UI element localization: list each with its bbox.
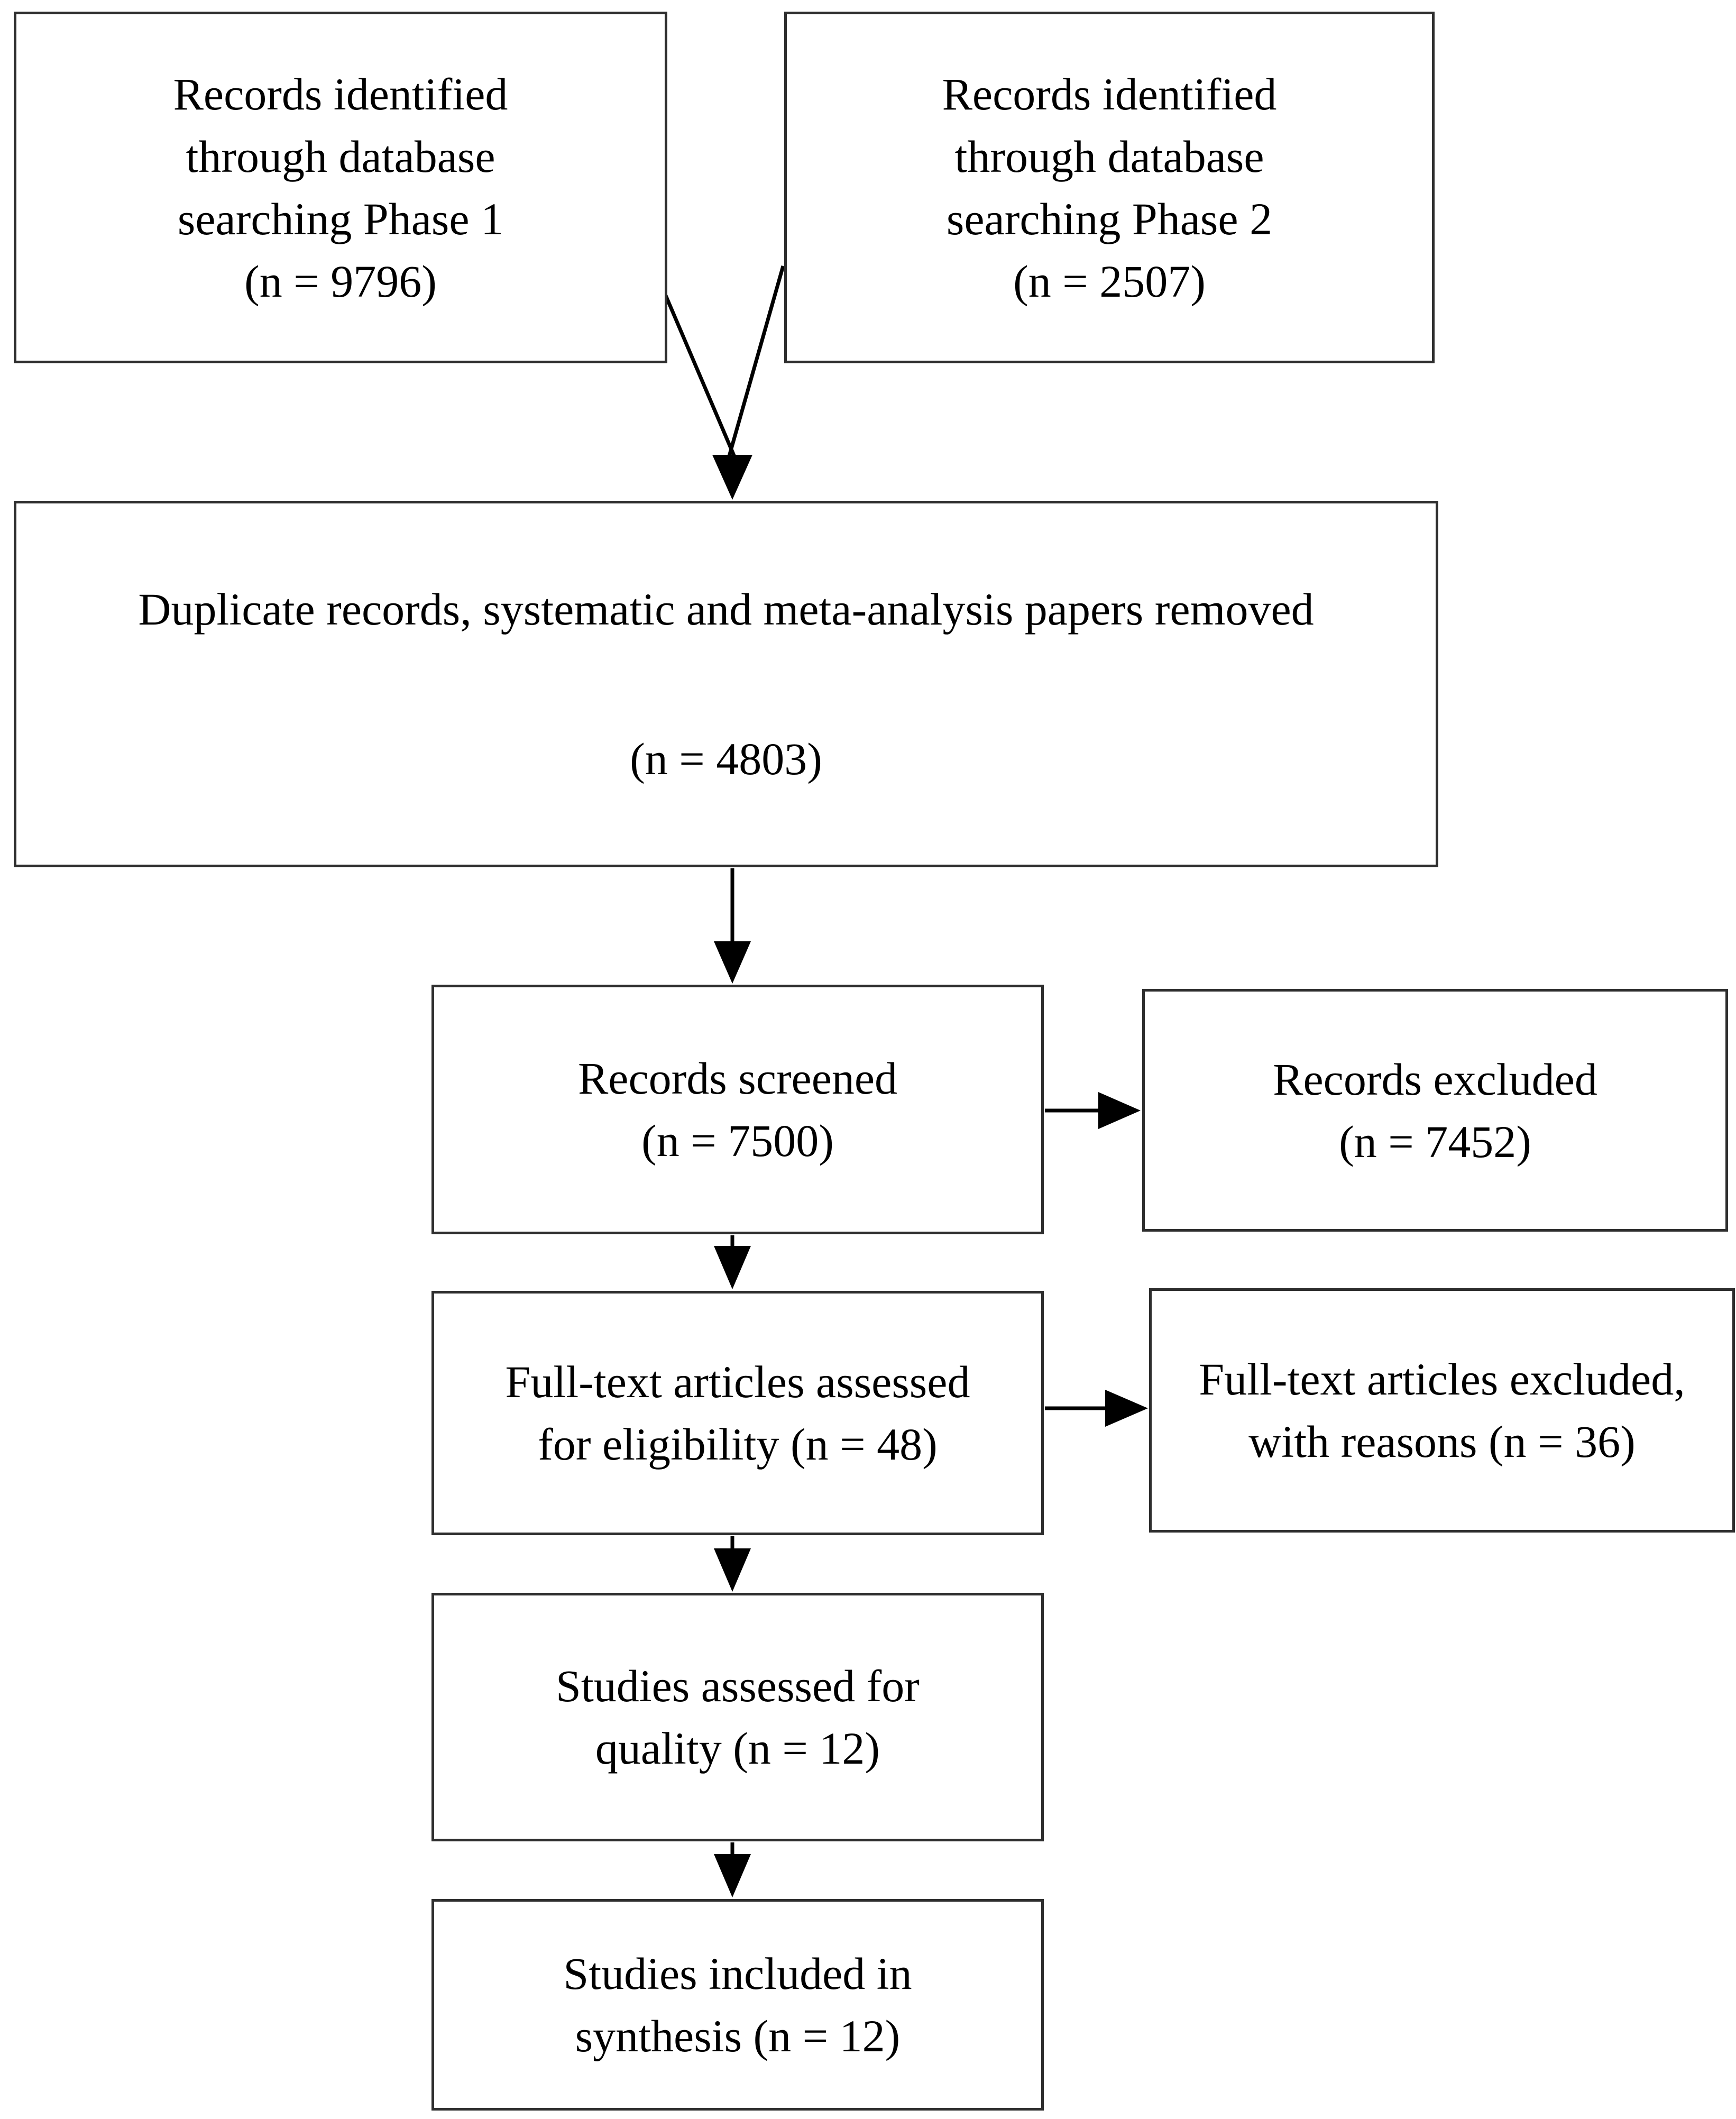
arrow-quality-to-included [714,1842,751,1897]
box-text-line: Studies included in [563,1948,912,1999]
arrow-phase2-to-dedup [712,265,785,500]
box-text-line: Records identified [173,68,508,120]
box-records-screened: Records screened (n = 7500) [431,985,1044,1234]
arrow-screened-to-excluded [1045,1092,1141,1129]
box-duplicates-removed: Duplicate records, systematic and meta-a… [14,501,1438,867]
arrow-dedup-to-screened [714,868,751,984]
box-text-line: (n = 4803) [630,733,822,784]
box-text-line: synthesis (n = 12) [575,2011,901,2061]
box-text-line: Records screened [577,1053,898,1104]
box-text-line: searching Phase 2 [946,193,1273,244]
box-studies-included-synthesis: Studies included in synthesis (n = 12) [431,1899,1044,2111]
box-fulltext-assessed: Full-text articles assessed for eligibil… [431,1291,1044,1535]
box-text-line: Full-text articles excluded, [1199,1354,1685,1405]
box-text-line: searching Phase 1 [177,193,504,244]
box-text-line: Records identified [942,68,1277,120]
box-text-line: Full-text articles assessed [505,1356,970,1407]
box-text-line: Duplicate records, systematic and meta-a… [138,584,1314,635]
box-text-line: (n = 2507) [1013,255,1206,307]
box-fulltext-excluded: Full-text articles excluded, with reason… [1149,1288,1735,1533]
box-text-line: quality (n = 12) [595,1723,880,1774]
box-text-line: (n = 9796) [244,255,437,307]
box-records-excluded: Records excluded (n = 7452) [1142,989,1728,1232]
arrow-fulltext-to-ftexcluded [1045,1390,1148,1427]
box-records-identified-phase1: Records identified through database sear… [14,12,667,363]
arrow-fulltext-to-quality [714,1536,751,1592]
box-text-line: Studies assessed for [556,1661,920,1711]
box-text-line: with reasons (n = 36) [1248,1416,1636,1467]
box-studies-assessed-quality: Studies assessed for quality (n = 12) [431,1593,1044,1841]
box-text-line: (n = 7500) [641,1115,834,1166]
box-text-line: for eligibility (n = 48) [538,1419,938,1470]
box-text-line: (n = 7452) [1339,1116,1531,1167]
box-text-line: through database [186,131,495,182]
box-records-identified-phase2: Records identified through database sear… [784,12,1435,363]
box-text-line: Records excluded [1273,1053,1597,1105]
box-text-line: through database [954,131,1264,182]
arrow-screened-to-fulltext [714,1235,751,1289]
